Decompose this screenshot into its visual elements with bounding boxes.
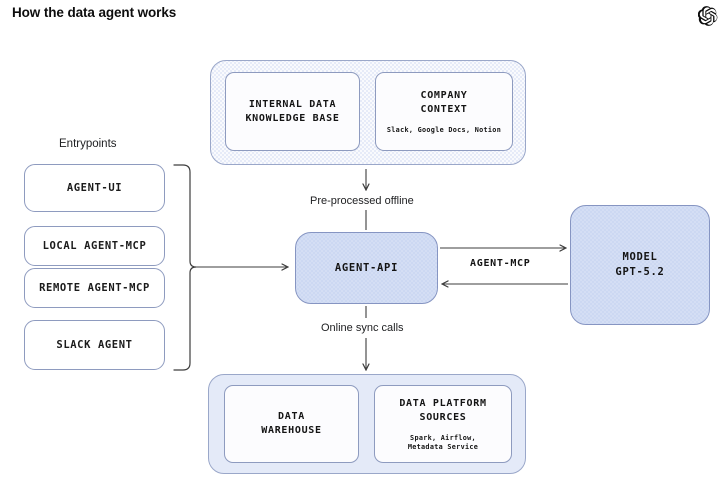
entrypoint-remote-agent-mcp[interactable]: REMOTE AGENT-MCP — [24, 268, 165, 308]
company-context-title-line1: COMPANY — [420, 89, 468, 101]
entrypoint-local-agent-mcp[interactable]: LOCAL AGENT-MCP — [24, 226, 165, 266]
data-warehouse-title-line2: WAREHOUSE — [261, 425, 322, 436]
node-model-label: MODEL GPT-5.2 — [615, 250, 664, 280]
entrypoints-bracket — [173, 164, 288, 371]
page-title: How the data agent works — [12, 5, 177, 20]
entrypoint-slack-agent-label: SLACK AGENT — [56, 339, 133, 351]
internal-kb-title-line1: INTERNAL DATA — [248, 98, 337, 110]
data-platform-subtitle: Spark, Airflow, Metadata Service — [408, 434, 478, 452]
entrypoints-label: Entrypoints — [59, 138, 117, 150]
node-model-line2: GPT-5.2 — [615, 266, 665, 278]
node-company-context[interactable]: COMPANY CONTEXT Slack, Google Docs, Noti… — [375, 72, 513, 151]
company-context-subtitle: Slack, Google Docs, Notion — [386, 125, 502, 134]
node-agent-api-label: AGENT-API — [334, 261, 399, 274]
openai-logo — [697, 6, 718, 26]
data-platform-title-line1: DATA PLATFORM — [399, 397, 487, 409]
entrypoint-slack-agent[interactable]: SLACK AGENT — [24, 320, 165, 370]
data-platform-subtitle-line1: Spark, Airflow, — [410, 433, 476, 442]
edge-label-agent-mcp: AGENT-MCP — [470, 258, 531, 269]
node-data-warehouse[interactable]: DATA WAREHOUSE — [224, 385, 359, 463]
entrypoint-remote-agent-mcp-label: REMOTE AGENT-MCP — [39, 282, 150, 294]
data-platform-subtitle-line2: Metadata Service — [407, 442, 479, 451]
node-model-line1: MODEL — [622, 251, 658, 263]
data-platform-title-line2: SOURCES — [419, 411, 467, 423]
node-model-gpt[interactable]: MODEL GPT-5.2 — [570, 205, 710, 325]
edge-label-online-sync-calls: Online sync calls — [321, 322, 404, 334]
internal-kb-title-line2: KNOWLEDGE BASE — [245, 112, 340, 124]
node-data-platform-sources[interactable]: DATA PLATFORM SOURCES Spark, Airflow, Me… — [374, 385, 512, 463]
node-agent-api[interactable]: AGENT-API — [295, 232, 438, 304]
entrypoint-local-agent-mcp-label: LOCAL AGENT-MCP — [42, 240, 147, 252]
entrypoint-agent-ui-label: AGENT-UI — [66, 182, 123, 194]
knowledge-group: INTERNAL DATA KNOWLEDGE BASE COMPANY CON… — [210, 60, 526, 165]
entrypoint-agent-ui[interactable]: AGENT-UI — [24, 164, 165, 212]
node-internal-data-knowledge-base[interactable]: INTERNAL DATA KNOWLEDGE BASE — [225, 72, 360, 151]
edge-label-preprocessed-offline: Pre-processed offline — [310, 195, 414, 207]
company-context-title-line2: CONTEXT — [420, 103, 468, 115]
data-warehouse-title-line1: DATA — [278, 411, 305, 422]
data-platform-group: DATA WAREHOUSE DATA PLATFORM SOURCES Spa… — [208, 374, 526, 474]
